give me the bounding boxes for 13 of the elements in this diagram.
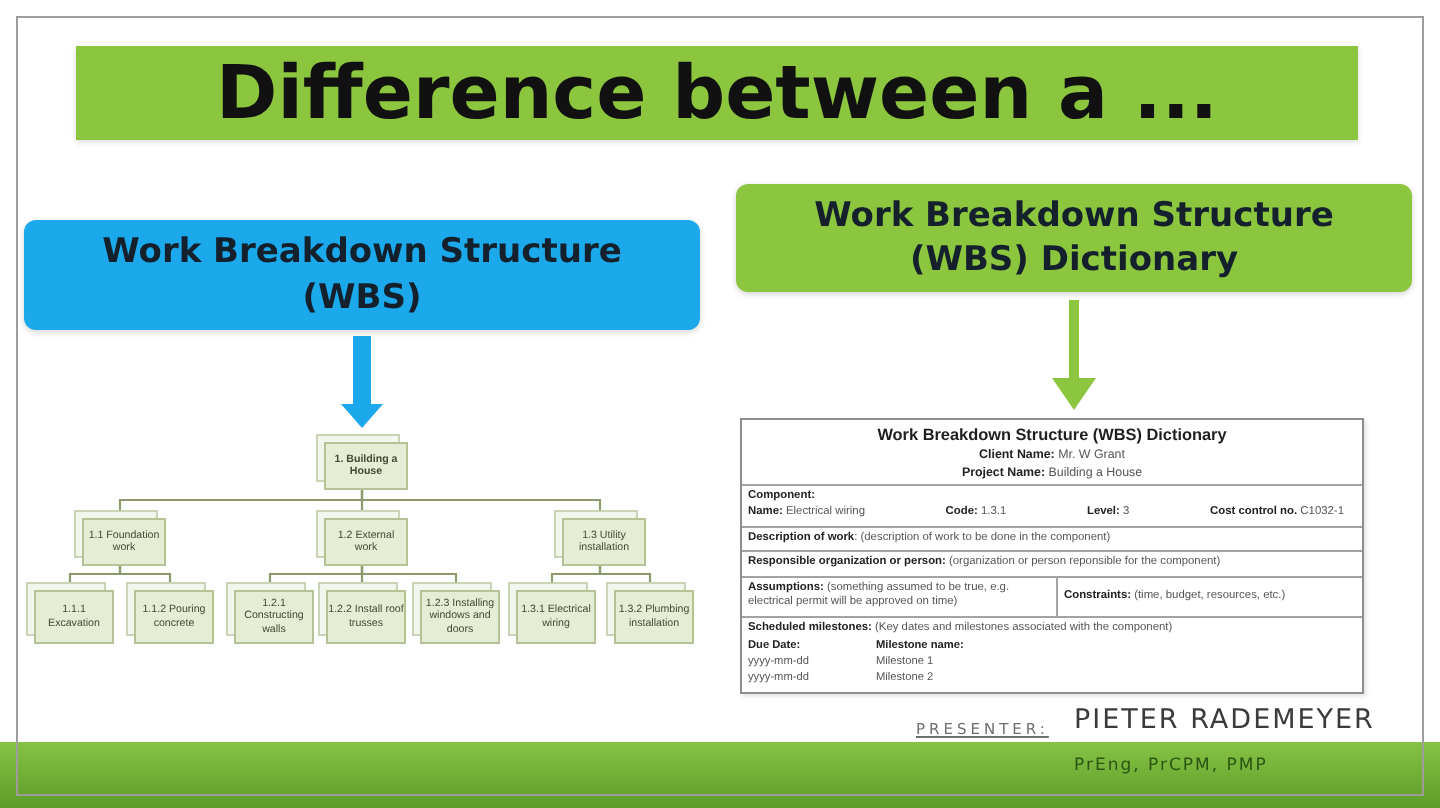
form-title: Work Breakdown Structure (WBS) Dictionary [877,424,1227,446]
connector-line [360,490,602,510]
arrow [341,336,383,428]
category-banner: Work Breakdown Structure (WBS) Dictionary [736,184,1412,292]
connector-line [360,566,458,582]
arrow [1052,300,1096,410]
category-banner: Work Breakdown Structure (WBS) [24,220,700,330]
presenter-name: PIETER RADEMEYER [1074,704,1375,736]
connector-line [598,566,652,582]
title-banner: Difference between a ... [76,46,1358,140]
dictionary-form [740,418,1364,694]
connector-line [118,566,172,582]
credentials-text: PrEng, PrCPM, PMP [1074,756,1268,776]
